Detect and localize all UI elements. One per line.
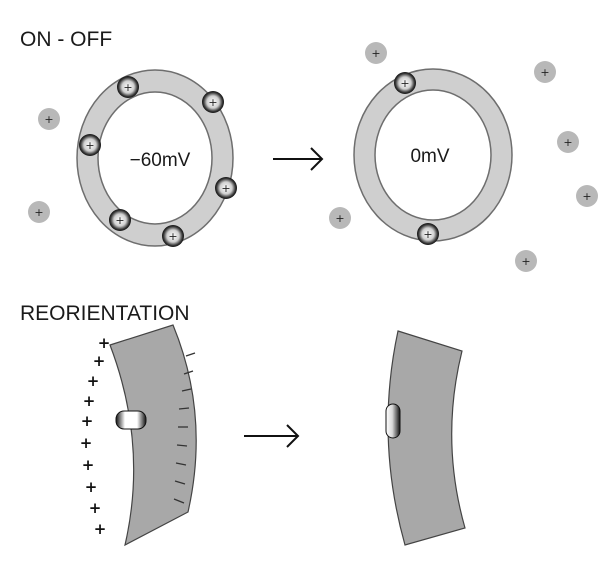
free-ion: +: [365, 42, 387, 64]
plus-charge: +: [87, 372, 100, 390]
minus-charge: [185, 352, 196, 357]
channel-vertical: [385, 403, 401, 439]
minus-charge: [173, 498, 185, 504]
ion-charge-sign: +: [335, 212, 344, 225]
ion-charge-sign: +: [168, 230, 177, 243]
plus-charge: +: [85, 478, 98, 496]
minus-charge: [175, 462, 187, 466]
inner-charge-row: [173, 352, 196, 504]
ion-charge-sign: +: [85, 139, 94, 152]
bound-ion: +: [394, 72, 416, 94]
ion-charge-sign: +: [221, 182, 230, 195]
bound-ion: +: [109, 209, 131, 231]
ion-charge-sign: +: [34, 206, 43, 219]
plus-charge: +: [81, 412, 94, 430]
ion-charge-sign: +: [521, 255, 530, 268]
bound-ion: +: [215, 177, 237, 199]
bound-ion: +: [79, 134, 101, 156]
plus-charge: +: [80, 434, 93, 452]
free-ion: +: [515, 250, 537, 272]
minus-charge: [174, 480, 186, 485]
ion-charge-sign: +: [44, 113, 53, 126]
plus-charge: +: [89, 499, 102, 517]
bound-ion: +: [117, 76, 139, 98]
minus-charge: [176, 444, 188, 447]
free-ion: +: [38, 108, 60, 130]
ion-charge-sign: +: [582, 190, 591, 203]
plus-charge: +: [98, 334, 111, 352]
plus-charge: +: [94, 520, 107, 538]
bound-ion: +: [417, 223, 439, 245]
reorientation-title: REORIENTATION: [20, 302, 190, 325]
depolarized-potential-label: 0mV: [410, 146, 449, 167]
ion-charge-sign: +: [540, 66, 549, 79]
transition-arrow: [244, 424, 300, 448]
free-ion: +: [28, 201, 50, 223]
bound-ion: +: [202, 91, 224, 113]
resting-potential-label: −60mV: [130, 150, 191, 171]
membrane-ring-resting: [76, 69, 234, 247]
membrane-slab-polarized: [109, 324, 197, 547]
transition-arrow: [273, 147, 324, 171]
ion-charge-sign: +: [208, 96, 217, 109]
free-ion: +: [534, 61, 556, 83]
ion-charge-sign: +: [423, 228, 432, 241]
bound-ion: +: [162, 225, 184, 247]
free-ion: +: [329, 207, 351, 229]
ion-charge-sign: +: [371, 47, 380, 60]
plus-charge: +: [83, 392, 96, 410]
plus-charge: +: [93, 352, 106, 370]
minus-charge: [178, 407, 190, 410]
free-ion: +: [576, 185, 598, 207]
on-off-title: ON - OFF: [20, 28, 112, 51]
minus-charge: [183, 370, 194, 375]
channel-horizontal: [115, 410, 147, 430]
membrane-ring-depolarized: [353, 68, 513, 242]
plus-charge: +: [82, 456, 95, 474]
ion-charge-sign: +: [563, 136, 572, 149]
outer-charge-row: + + + + + + + + + +: [80, 334, 111, 538]
ion-charge-sign: +: [123, 81, 132, 94]
ion-charge-sign: +: [115, 214, 124, 227]
free-ion: +: [557, 131, 579, 153]
ion-charge-sign: +: [400, 77, 409, 90]
minus-charge: [181, 388, 192, 392]
membrane-slab-depolarized: [387, 330, 466, 546]
